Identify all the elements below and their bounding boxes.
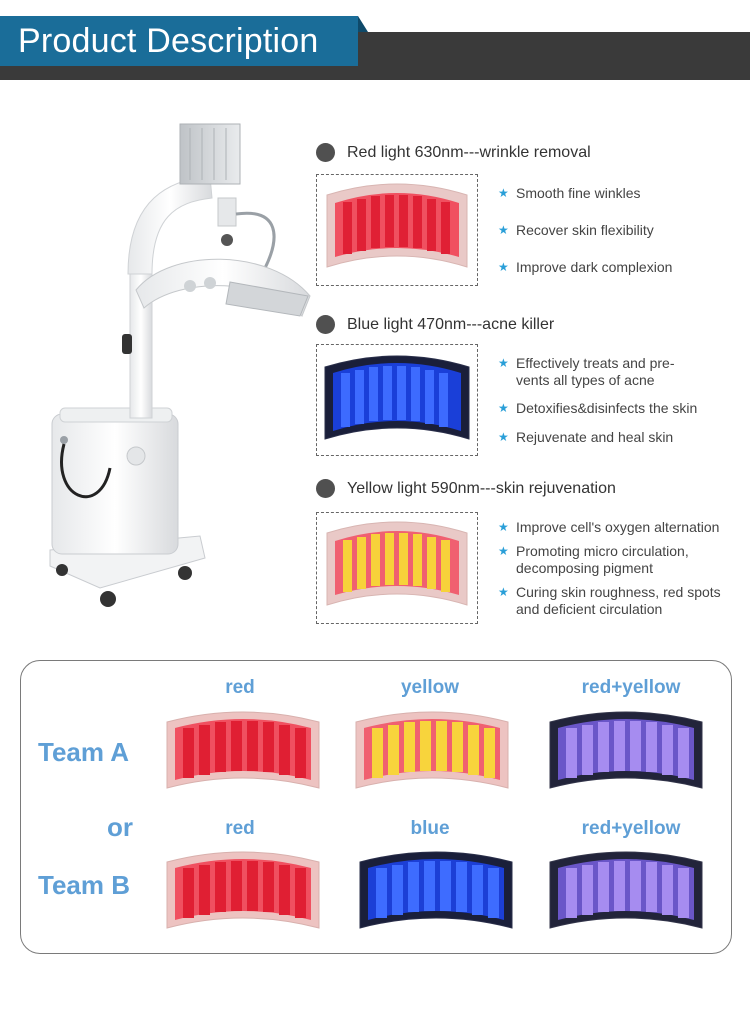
list-item: ★ Promoting micro circulation, decomposi… (498, 543, 689, 576)
star-icon: ★ (498, 186, 509, 200)
section-blue-title: Blue light 470nm---acne killer (347, 315, 555, 333)
section-red-title: Red light 630nm---wrinkle removal (347, 143, 591, 161)
star-icon: ★ (498, 401, 509, 415)
team-b-blue-panel (359, 851, 513, 929)
yellow-bullets: ★ Improve cell's oxygen alternation ★ Pr… (498, 519, 738, 618)
yellow-panel-image (326, 521, 468, 606)
section-red-heading: Red light 630nm---wrinkle removal (316, 143, 591, 162)
section-yellow-title: Yellow light 590nm---skin rejuvenation (347, 479, 616, 497)
list-item: ★ Detoxifies&disinfects the skin (498, 400, 698, 416)
device-illustration (49, 123, 311, 607)
list-item: ★ Curing skin roughness, red spots and d… (498, 584, 721, 617)
team-b-col-2-label: blue (410, 818, 450, 839)
star-icon: ★ (498, 260, 509, 274)
team-a-red-yellow-panel (549, 711, 703, 789)
star-icon: ★ (498, 223, 509, 237)
blue-bullets: ★ Effectively treats and pre- vents all … (498, 355, 738, 446)
red-bullets: ★ Smooth fine winkles ★ Recover skin fle… (498, 185, 738, 276)
list-item: ★ Improve cell's oxygen alternation (498, 519, 720, 535)
team-a-col-1-label: red (225, 677, 255, 698)
team-combination-box (20, 660, 732, 954)
dot-icon (316, 315, 335, 334)
blue-panel-image (324, 355, 470, 440)
header-tab-fold (358, 16, 368, 32)
team-b-col-1-label: red (225, 818, 255, 839)
dot-icon (316, 479, 335, 498)
blue-panel-box (316, 344, 478, 456)
yellow-panel-box (316, 512, 478, 624)
team-a-label: Team A (38, 737, 130, 767)
team-a-col-3-label: red+yellow (581, 677, 681, 698)
star-icon: ★ (498, 430, 509, 444)
header-banner: Product Description (0, 0, 750, 82)
section-yellow-heading: Yellow light 590nm---skin rejuvenation (316, 479, 616, 498)
team-b-label: Team B (38, 870, 130, 900)
list-item: ★ Effectively treats and pre- vents all … (498, 355, 675, 388)
or-label: or (107, 812, 133, 842)
team-a-col-2-label: yellow (400, 677, 460, 698)
team-b-red-panel (166, 851, 320, 929)
star-icon: ★ (498, 544, 509, 558)
team-a-red-panel (166, 711, 320, 789)
section-blue-heading: Blue light 470nm---acne killer (316, 315, 554, 334)
team-a-yellow-panel (355, 711, 509, 789)
list-item: ★ Improve dark complexion (498, 259, 673, 275)
list-item: ★ Recover skin flexibility (498, 222, 654, 238)
team-b-col-3-label: red+yellow (581, 818, 681, 839)
star-icon: ★ (498, 520, 509, 534)
header-tab (0, 16, 358, 66)
dot-icon (316, 143, 335, 162)
list-item: ★ Rejuvenate and heal skin (498, 429, 674, 445)
red-panel-image (326, 183, 468, 268)
red-panel-box (316, 174, 478, 286)
star-icon: ★ (498, 356, 509, 370)
page-title: Product Description (18, 22, 319, 60)
team-b-red-yellow-panel (549, 851, 703, 929)
star-icon: ★ (498, 585, 509, 599)
list-item: ★ Smooth fine winkles (498, 185, 641, 201)
